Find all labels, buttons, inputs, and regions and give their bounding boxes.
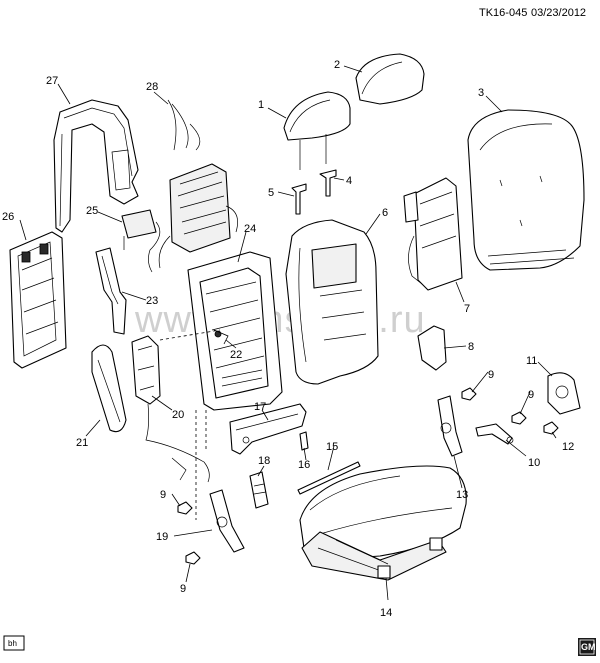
part-17-rail-bracket [229, 403, 307, 455]
part-10-link [475, 423, 514, 445]
part-27-seatback-trim-frame [53, 99, 139, 233]
callout-1: 1 [258, 99, 264, 111]
bh-badge-text: bh [8, 639, 17, 648]
part-9-nut-left-lower [185, 551, 201, 565]
bh-badge: bh [3, 635, 25, 651]
part-16-pin [299, 431, 309, 451]
part-22-clip [213, 329, 229, 345]
callout-15: 15 [326, 441, 338, 453]
part-23-side-bracket [95, 247, 127, 335]
callout-20: 20 [172, 409, 184, 421]
callout-2: 2 [334, 59, 340, 71]
part-9-nut-right [511, 411, 527, 425]
gm-logo-text: GM [581, 642, 596, 652]
gm-logo: GM [578, 638, 596, 656]
callout-25: 25 [86, 205, 98, 217]
callout-17: 17 [254, 401, 266, 413]
callout-23: 23 [146, 295, 158, 307]
callout-9-d: 9 [180, 583, 186, 595]
callout-14: 14 [380, 607, 392, 619]
diagram-code: TK16-045 [479, 7, 527, 19]
diagram-date: 03/23/2012 [531, 7, 586, 19]
callout-16: 16 [298, 459, 310, 471]
callout-labels: 1 2 3 4 5 6 7 8 9 9 9 9 10 11 12 13 14 1… [2, 59, 574, 619]
callout-26: 26 [2, 211, 14, 223]
part-4-bolt [319, 169, 337, 197]
callout-24: 24 [244, 223, 256, 235]
callout-3: 3 [478, 87, 484, 99]
part-9-nut-left-upper [177, 501, 193, 515]
callout-9-b: 9 [528, 389, 534, 401]
callout-19: 19 [156, 531, 168, 543]
part-5-bolt [291, 183, 307, 215]
callout-7: 7 [464, 303, 470, 315]
part-12-nut [543, 421, 559, 435]
callout-21: 21 [76, 437, 88, 449]
callout-9-a: 9 [488, 369, 494, 381]
part-20-side-cover [131, 335, 210, 483]
callout-18: 18 [258, 455, 270, 467]
callout-28: 28 [146, 81, 158, 93]
part-7-heating-pad [403, 177, 463, 291]
part-11-recliner-cover [547, 372, 581, 415]
part-14-seat-cushion [299, 465, 467, 581]
part-2-headrest-pad [355, 53, 425, 105]
callout-13: 13 [456, 489, 468, 501]
part-19-recliner-left [209, 489, 245, 553]
part-8-side-cover [417, 325, 447, 371]
part-13-recliner-right [437, 395, 463, 457]
callout-6: 6 [382, 207, 388, 219]
part-28-wire-harness [158, 99, 238, 269]
callout-9-c: 9 [160, 489, 166, 501]
part-6-seatback-foam [285, 219, 379, 385]
leader-lines [19, 65, 557, 601]
callout-27: 27 [46, 75, 58, 87]
callout-22: 22 [230, 349, 242, 361]
callout-8: 8 [468, 341, 474, 353]
part-18-switch [249, 471, 269, 509]
part-26-back-panel [9, 231, 67, 369]
part-25-module [121, 209, 161, 273]
part-15-rod [297, 461, 361, 495]
callout-11: 11 [526, 355, 537, 367]
callout-10: 10 [528, 457, 540, 469]
part-24-seatback-frame [187, 251, 283, 411]
part-21-side-trim-panel [91, 344, 127, 433]
reference-lines [159, 329, 221, 520]
part-3-seatback-cover [467, 109, 585, 271]
callout-12: 12 [562, 441, 574, 453]
callout-4: 4 [346, 175, 352, 187]
callout-5: 5 [268, 187, 274, 199]
part-1-headrest [283, 91, 351, 170]
watermark: www.gmsklad.ru [134, 299, 426, 341]
